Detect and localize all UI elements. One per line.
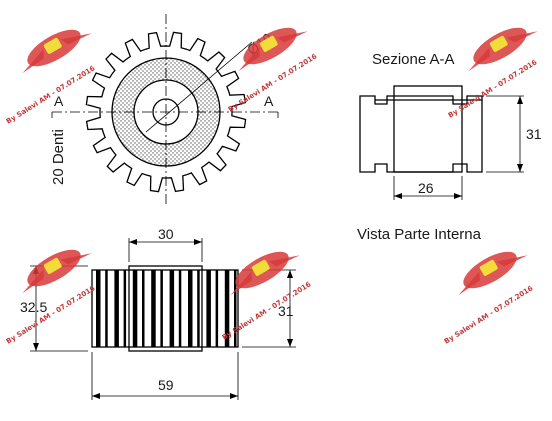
rib (105, 270, 108, 347)
side-width-dim: 59 (158, 377, 174, 393)
section-view (359, 85, 524, 200)
rib (169, 270, 175, 347)
side-diameter-dim: 32.5 (20, 299, 47, 315)
watermark-text: By Salevi AM - 07.07.2016 (5, 64, 97, 125)
section-height-dim: 31 (526, 126, 542, 142)
rib (142, 270, 145, 347)
rib (197, 270, 200, 347)
rib (160, 270, 163, 347)
rib (123, 270, 127, 347)
inner-view-title: Vista Parte Interna (357, 226, 482, 243)
side-height-dim: 31 (278, 303, 294, 319)
section-mark-right: A (264, 93, 274, 109)
section-mark-left: A (54, 93, 64, 109)
side-top-width-dim: 30 (158, 226, 174, 242)
rib (178, 270, 182, 347)
rib (96, 270, 101, 347)
rib (215, 270, 219, 347)
side-view (30, 238, 296, 400)
watermark-text: By Salevi AM - 07.07.2016 (447, 58, 539, 119)
rib (132, 270, 138, 347)
teeth-count-label: 20 Denti (50, 129, 67, 185)
watermark-text: By Salevi AM - 07.07.2016 (5, 284, 97, 345)
rib (151, 270, 156, 347)
gear-front-view (51, 14, 279, 206)
section-bore-dim: 26 (418, 180, 434, 196)
section-title: Sezione A-A (372, 51, 455, 68)
rib (206, 270, 211, 347)
watermark-text: By Salevi AM - 07.07.2016 (443, 284, 535, 345)
rib (224, 270, 230, 347)
rib (114, 270, 119, 347)
rib (188, 270, 193, 347)
rib (234, 270, 237, 347)
